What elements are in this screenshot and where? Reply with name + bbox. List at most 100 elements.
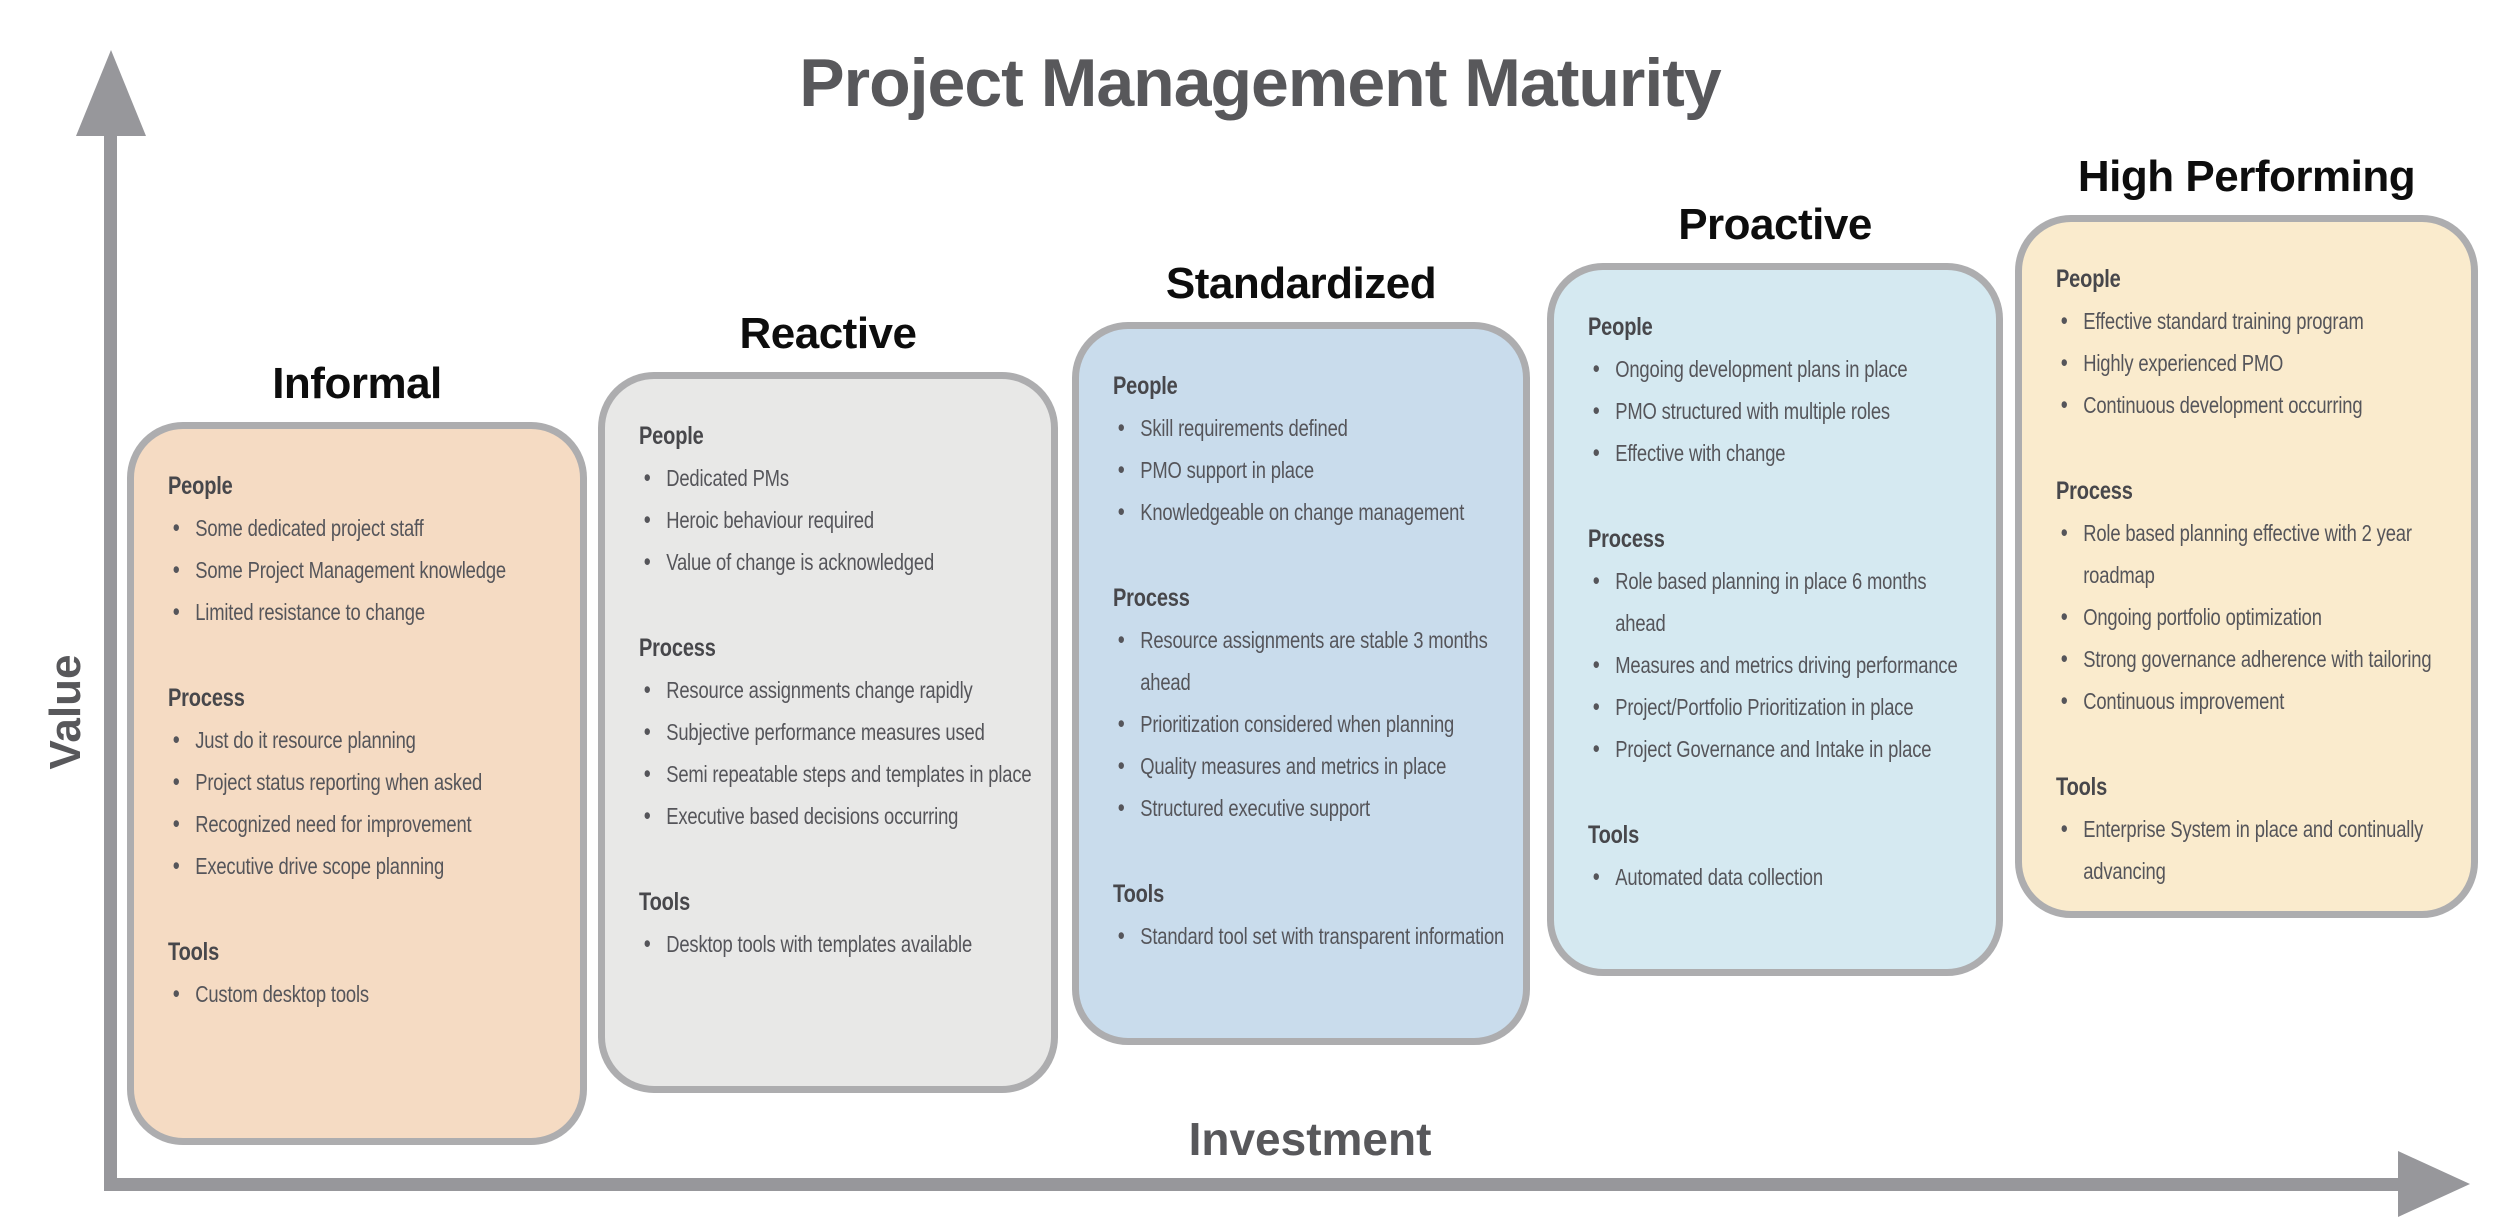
bullet-item: Quality measures and metrics in place bbox=[1113, 745, 1505, 787]
section-process: Process Resource assignments are stable … bbox=[1113, 577, 1505, 829]
bullet-list: Just do it resource planning Project sta… bbox=[168, 719, 562, 887]
bullet-item: Dedicated PMs bbox=[639, 457, 1033, 499]
section-process: Process Role based planning in place 6 m… bbox=[1588, 518, 1978, 770]
bullet-item: PMO support in place bbox=[1113, 449, 1505, 491]
section-tools: Tools Desktop tools with templates avail… bbox=[639, 881, 1033, 965]
stage-high-performing: High Performing People Effective standar… bbox=[2015, 151, 2478, 918]
section-tools: Tools Automated data collection bbox=[1588, 814, 1978, 898]
bullet-item: Some Project Management knowledge bbox=[168, 549, 562, 591]
bullet-item: Limited resistance to change bbox=[168, 591, 562, 633]
bullet-item: Executive based decisions occurring bbox=[639, 795, 1033, 837]
section-header: Process bbox=[2056, 477, 2133, 505]
bullet-list: Skill requirements defined PMO support i… bbox=[1113, 407, 1505, 533]
section-process: Process Role based planning effective wi… bbox=[2056, 470, 2453, 722]
section-header: Tools bbox=[1113, 880, 1165, 908]
stage-title: Proactive bbox=[1678, 200, 1872, 249]
y-axis-label: Value bbox=[41, 654, 90, 770]
bullet-item: Project/Portfolio Prioritization in plac… bbox=[1588, 686, 1978, 728]
bullet-list: Role based planning effective with 2 yea… bbox=[2056, 512, 2453, 722]
bullet-item: Ongoing portfolio optimization bbox=[2056, 596, 2453, 638]
bullet-item: Effective with change bbox=[1588, 432, 1978, 474]
bullet-list: Ongoing development plans in place PMO s… bbox=[1588, 348, 1978, 474]
y-axis-arrowhead-icon bbox=[76, 50, 146, 136]
bullet-list: Resource assignments change rapidly Subj… bbox=[639, 669, 1033, 837]
bullet-item: Automated data collection bbox=[1588, 856, 1978, 898]
bullet-list: Enterprise System in place and continual… bbox=[2056, 808, 2453, 892]
bullet-item: Semi repeatable steps and templates in p… bbox=[639, 753, 1033, 795]
bullet-list: Role based planning in place 6 months ah… bbox=[1588, 560, 1978, 770]
section-process: Process Just do it resource planning Pro… bbox=[168, 677, 562, 887]
section-header: People bbox=[639, 422, 704, 450]
bullet-item: PMO structured with multiple roles bbox=[1588, 390, 1978, 432]
bullet-item: Executive drive scope planning bbox=[168, 845, 562, 887]
bullet-list: Dedicated PMs Heroic behaviour required … bbox=[639, 457, 1033, 583]
bullet-item: Recognized need for improvement bbox=[168, 803, 562, 845]
bullet-item: Highly experienced PMO bbox=[2056, 342, 2453, 384]
bullet-item: Knowledgeable on change management bbox=[1113, 491, 1505, 533]
bullet-item: Value of change is acknowledged bbox=[639, 541, 1033, 583]
bullet-list: Standard tool set with transparent infor… bbox=[1113, 915, 1505, 957]
bullet-item: Skill requirements defined bbox=[1113, 407, 1505, 449]
stage-title: High Performing bbox=[2077, 152, 2416, 201]
stage-standardized: Standardized People Skill requirements d… bbox=[1072, 258, 1530, 1045]
section-people: People Dedicated PMs Heroic behaviour re… bbox=[639, 415, 1033, 583]
bullet-item: Prioritization considered when planning bbox=[1113, 703, 1505, 745]
section-tools: Tools Custom desktop tools bbox=[168, 931, 562, 1015]
bullet-item: Structured executive support bbox=[1113, 787, 1505, 829]
section-header: Process bbox=[168, 684, 245, 712]
stage-reactive: Reactive People Dedicated PMs Heroic beh… bbox=[598, 308, 1058, 1093]
section-people: People Skill requirements defined PMO su… bbox=[1113, 365, 1505, 533]
stage-card: People Effective standard training progr… bbox=[2015, 215, 2478, 918]
section-header: Process bbox=[1113, 584, 1190, 612]
bullet-item: Heroic behaviour required bbox=[639, 499, 1033, 541]
page-title: Project Management Maturity bbox=[799, 45, 1721, 121]
stage-card: People Ongoing development plans in plac… bbox=[1547, 263, 2003, 976]
x-axis-line bbox=[104, 1178, 2400, 1191]
bullet-list: Effective standard training program High… bbox=[2056, 300, 2453, 426]
section-header: People bbox=[1113, 372, 1178, 400]
bullet-list: Some dedicated project staff Some Projec… bbox=[168, 507, 562, 633]
section-people: People Effective standard training progr… bbox=[2056, 258, 2453, 426]
stage-card: People Some dedicated project staff Some… bbox=[127, 422, 587, 1145]
x-axis-label: Investment bbox=[1188, 1113, 1432, 1165]
bullet-item: Continuous development occurring bbox=[2056, 384, 2453, 426]
stage-title: Standardized bbox=[1165, 259, 1437, 308]
section-process: Process Resource assignments change rapi… bbox=[639, 627, 1033, 837]
x-axis-arrowhead-icon bbox=[2398, 1151, 2470, 1217]
bullet-list: Custom desktop tools bbox=[168, 973, 562, 1015]
bullet-item: Ongoing development plans in place bbox=[1588, 348, 1978, 390]
section-tools: Tools Standard tool set with transparent… bbox=[1113, 873, 1505, 957]
bullet-item: Measures and metrics driving performance bbox=[1588, 644, 1978, 686]
bullet-list: Desktop tools with templates available bbox=[639, 923, 1033, 965]
section-header: Tools bbox=[168, 938, 220, 966]
bullet-item: Project status reporting when asked bbox=[168, 761, 562, 803]
bullet-item: Resource assignments change rapidly bbox=[639, 669, 1033, 711]
bullet-list: Resource assignments are stable 3 months… bbox=[1113, 619, 1505, 829]
bullet-item: Some dedicated project staff bbox=[168, 507, 562, 549]
bullet-item: Role based planning effective with 2 yea… bbox=[2056, 512, 2453, 596]
section-tools: Tools Enterprise System in place and con… bbox=[2056, 766, 2453, 892]
bullet-item: Enterprise System in place and continual… bbox=[2056, 808, 2453, 892]
section-header: Process bbox=[639, 634, 716, 662]
bullet-item: Standard tool set with transparent infor… bbox=[1113, 915, 1505, 957]
bullet-item: Effective standard training program bbox=[2056, 300, 2453, 342]
y-axis-line bbox=[104, 130, 117, 1179]
bullet-item: Continuous improvement bbox=[2056, 680, 2453, 722]
bullet-item: Resource assignments are stable 3 months… bbox=[1113, 619, 1505, 703]
stage-proactive: Proactive People Ongoing development pla… bbox=[1547, 199, 2003, 976]
bullet-item: Just do it resource planning bbox=[168, 719, 562, 761]
bullet-item: Subjective performance measures used bbox=[639, 711, 1033, 753]
bullet-item: Role based planning in place 6 months ah… bbox=[1588, 560, 1978, 644]
section-header: Tools bbox=[2056, 773, 2108, 801]
bullet-item: Strong governance adherence with tailori… bbox=[2056, 638, 2453, 680]
section-header: Tools bbox=[639, 888, 691, 916]
stage-card: People Skill requirements defined PMO su… bbox=[1072, 322, 1530, 1045]
section-header: Process bbox=[1588, 525, 1665, 553]
section-header: Tools bbox=[1588, 821, 1640, 849]
section-people: People Ongoing development plans in plac… bbox=[1588, 306, 1978, 474]
stage-title: Reactive bbox=[739, 309, 917, 358]
bullet-item: Custom desktop tools bbox=[168, 973, 562, 1015]
bullet-list: Automated data collection bbox=[1588, 856, 1978, 898]
bullet-item: Project Governance and Intake in place bbox=[1588, 728, 1978, 770]
